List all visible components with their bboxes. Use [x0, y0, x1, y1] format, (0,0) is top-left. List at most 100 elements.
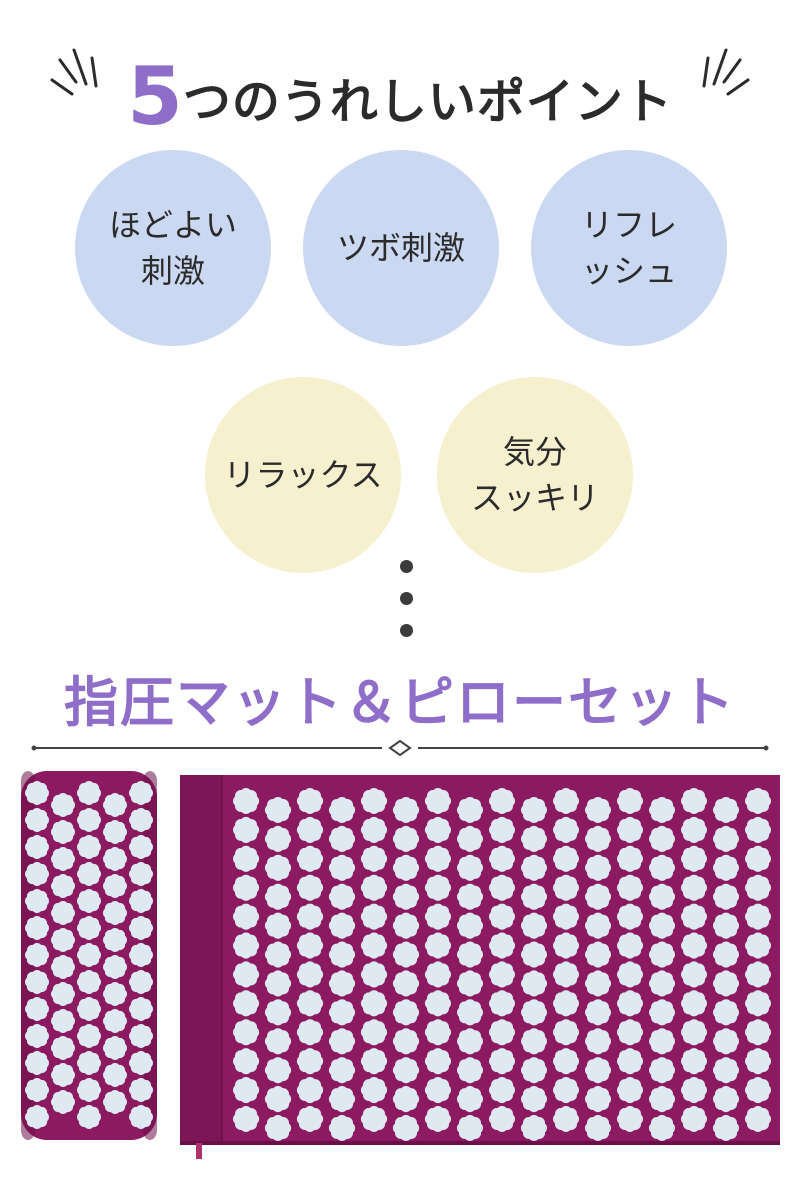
mat-border-strip [180, 775, 222, 1143]
product-title: 指圧マット＆ピローセット [64, 671, 736, 734]
spike [264, 999, 292, 1026]
spike [649, 854, 675, 881]
point-circle-3: リフレ ッシュ [531, 150, 727, 346]
ellipsis-dots-icon [400, 556, 414, 646]
spike [129, 889, 153, 913]
spike [360, 1048, 388, 1075]
spike [681, 932, 707, 959]
spike [129, 1105, 153, 1129]
spike [129, 916, 153, 940]
spike [457, 1086, 483, 1113]
spike [457, 825, 483, 852]
spike [360, 1019, 388, 1046]
spike [617, 1048, 643, 1075]
spike [424, 932, 451, 959]
headline-number: 5 [127, 50, 183, 143]
spike [25, 1078, 49, 1102]
point-circle-2: ツボ刺激 [303, 150, 499, 346]
spike [360, 1077, 388, 1104]
spike [51, 901, 75, 925]
spike [103, 955, 127, 979]
spike [681, 903, 707, 930]
spike [521, 970, 547, 997]
spike [553, 1106, 579, 1132]
spike [129, 835, 153, 859]
spike [489, 1048, 515, 1075]
spike [424, 788, 451, 814]
spike [264, 825, 292, 852]
spike [328, 1057, 356, 1084]
spike [617, 816, 643, 843]
spike [649, 1028, 675, 1055]
spike [713, 883, 739, 910]
headline-text: 5つのうれしいポイント [0, 50, 800, 143]
spike [521, 1086, 547, 1113]
dot [400, 592, 413, 605]
spike [296, 932, 324, 959]
spike [713, 797, 739, 823]
spike [424, 1077, 451, 1104]
spike [457, 941, 483, 968]
spike [617, 874, 643, 901]
spike [25, 808, 49, 832]
dot [400, 624, 413, 637]
spike [264, 912, 292, 939]
spike [745, 1019, 771, 1046]
spike [649, 797, 675, 823]
spike [392, 941, 420, 968]
spike [328, 1028, 356, 1055]
spike [77, 916, 101, 940]
spike [51, 820, 75, 844]
spike [649, 1115, 675, 1141]
spike [745, 990, 771, 1017]
spike [77, 943, 101, 967]
spike [617, 1106, 643, 1132]
divider-diamond-icon [31, 739, 769, 757]
spike [489, 845, 515, 872]
spike [489, 1106, 515, 1132]
spike [103, 1009, 127, 1033]
spike [77, 889, 101, 913]
spike [521, 1028, 547, 1055]
spike [77, 997, 101, 1021]
headline-rest: つのうれしいポイント [182, 74, 673, 130]
spike [713, 912, 739, 939]
spike [457, 1057, 483, 1084]
spike [360, 932, 388, 959]
spike [392, 797, 420, 823]
spike [489, 932, 515, 959]
spike [553, 961, 579, 988]
spike [745, 1048, 771, 1075]
spike [585, 941, 611, 968]
spike [233, 961, 260, 988]
spike [296, 1077, 324, 1104]
spike [521, 999, 547, 1026]
spike [233, 845, 260, 872]
spike [424, 961, 451, 988]
spike [681, 816, 707, 843]
spike [233, 990, 260, 1017]
spike [649, 883, 675, 910]
spike [360, 1106, 388, 1132]
spike [77, 1051, 101, 1075]
spike [25, 1024, 49, 1048]
spike [713, 1115, 739, 1141]
spike [745, 788, 771, 814]
point-circle-4: リラックス [205, 377, 401, 573]
spike [521, 1057, 547, 1084]
spike [457, 970, 483, 997]
spike [585, 854, 611, 881]
spike [713, 970, 739, 997]
spike [103, 1036, 127, 1060]
spike [681, 1048, 707, 1075]
spike [745, 903, 771, 930]
spike [392, 999, 420, 1026]
spike [129, 997, 153, 1021]
spike [649, 970, 675, 997]
spike [681, 961, 707, 988]
spike [457, 883, 483, 910]
point-5-line-2: スッキリ [470, 479, 599, 517]
spike [264, 970, 292, 997]
spike [713, 1028, 739, 1055]
spike [296, 845, 324, 872]
